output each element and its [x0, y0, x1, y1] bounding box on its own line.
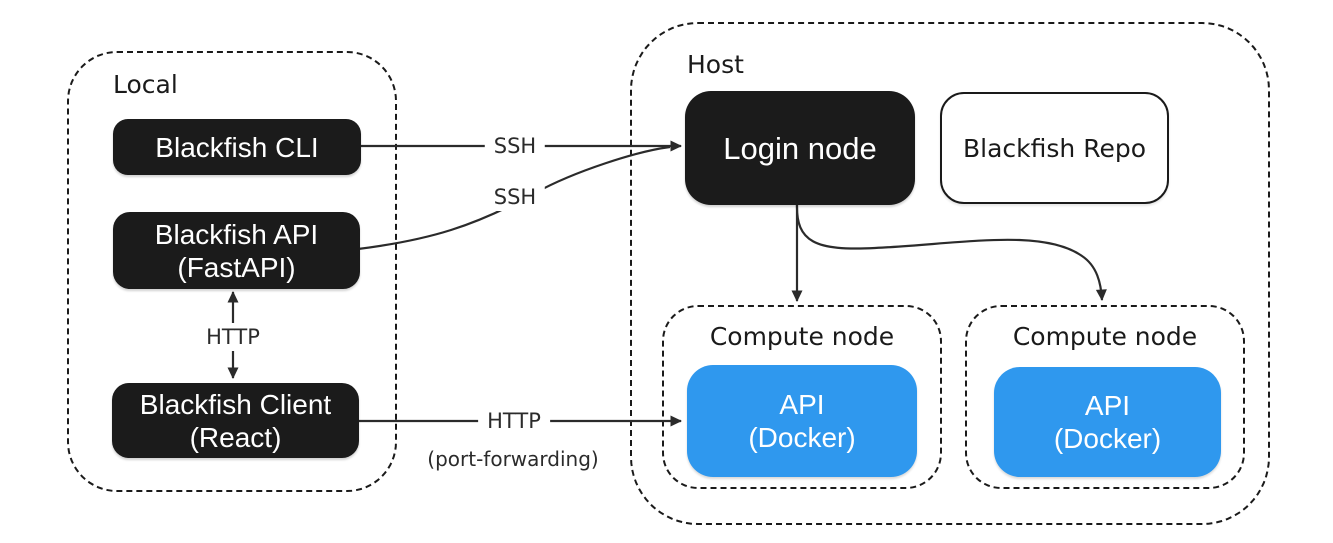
login-to-compute2-arrow	[795, 203, 1107, 301]
api-docker-2-label-line2: (Docker)	[1053, 423, 1162, 454]
compute-node-2-label: Compute node	[1012, 322, 1198, 351]
http-local-edge-label: HTTP	[197, 323, 269, 351]
host-group: Host Login node Blackfish Repo Compute n…	[630, 22, 1270, 525]
compute-node-1-label: Compute node	[709, 322, 895, 351]
blackfish-client-node: Blackfish Client (React)	[112, 383, 359, 458]
api-docker-1-label-line1: API	[779, 389, 825, 420]
blackfish-api-label-line2: (FastAPI)	[177, 251, 296, 283]
local-group-label: Local	[113, 70, 178, 99]
blackfish-client-label-line2: (React)	[189, 421, 282, 453]
blackfish-repo-label: Blackfish Repo	[963, 133, 1146, 163]
port-forwarding-note: (port-forwarding)	[427, 447, 599, 471]
compute-node-2-group: Compute node API (Docker)	[965, 305, 1245, 489]
blackfish-api-label-line1: Blackfish API	[154, 218, 319, 250]
blackfish-api-node: Blackfish API (FastAPI)	[113, 212, 360, 289]
api-docker-1-label-line2: (Docker)	[748, 422, 856, 453]
api-docker-2-label-line1: API	[1084, 390, 1131, 421]
local-group: Local Blackfish CLI Blackfish API (FastA…	[67, 51, 397, 492]
blackfish-client-label-line1: Blackfish Client	[139, 388, 332, 420]
api-docker-node-1: API (Docker)	[687, 365, 917, 477]
compute-node-1-group: Compute node API (Docker)	[662, 305, 942, 489]
ssh-cli-edge-label: SSH	[484, 132, 546, 160]
blackfish-cli-node: Blackfish CLI	[113, 119, 361, 175]
ssh-api-edge-label: SSH	[484, 183, 546, 211]
blackfish-cli-label: Blackfish CLI	[155, 131, 319, 163]
http-port-forward-edge-label: HTTP	[478, 407, 550, 435]
api-docker-node-2: API (Docker)	[994, 367, 1221, 477]
login-node: Login node	[685, 91, 915, 205]
blackfish-repo-node: Blackfish Repo	[940, 92, 1169, 204]
login-node-label: Login node	[723, 130, 877, 166]
host-group-label: Host	[687, 50, 744, 79]
